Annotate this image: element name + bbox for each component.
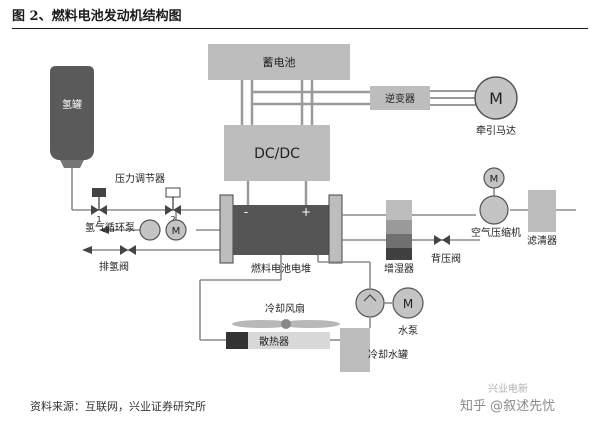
dcdc-stack-wires: [246, 181, 308, 205]
watermark: 知乎 @叙述先忧: [460, 399, 556, 414]
figure-title: 图 2、燃料电池发动机结构图: [12, 6, 588, 29]
purge-valve-icon: [120, 245, 136, 255]
inverter-motor-lines: [430, 90, 476, 106]
pressure-regulator-valve-2: [165, 187, 181, 215]
cooling-fan-hub-icon: [281, 319, 291, 329]
inverter-box: [370, 86, 430, 110]
humidifier-bottom: [386, 248, 412, 260]
air-compressor-label: 空气压缩机: [471, 226, 521, 239]
cooling-line: [199, 255, 371, 341]
tank-valve-icon: [60, 160, 84, 168]
pressure-regulator-valve-1: [91, 188, 107, 215]
hydrogen-tank-label: 氢罐: [62, 98, 82, 111]
battery-label: 蓄电池: [263, 56, 296, 69]
hydrogen-pump-motor-letter: M: [172, 226, 181, 237]
humidifier-label: 增湿器: [384, 262, 414, 275]
cooling-fan-label: 冷却风扇: [265, 302, 305, 315]
humidifier-mid2: [386, 234, 412, 248]
stack-plus: +: [301, 205, 311, 219]
hydrogen-tank-icon: [50, 66, 94, 160]
filter-label: 滤清器: [527, 234, 557, 247]
cooling-fan-blade-left: [232, 320, 292, 328]
stack-minus: -: [244, 205, 248, 219]
figure-source: 资料来源：互联网，兴业证券研究所: [30, 400, 206, 413]
air-compressor-icon: [479, 195, 509, 225]
purge-arrow-icon: [82, 246, 92, 254]
coolant-tank-label: 冷却水罐: [368, 348, 408, 361]
water-pump-label: 水泵: [398, 325, 418, 337]
water-pump-arrow-icon: [363, 294, 377, 302]
valve-1-number: 1: [96, 215, 101, 224]
filter-box: [528, 190, 556, 232]
pump-arrow-icon: [99, 226, 109, 234]
dcdc-box: [224, 125, 330, 181]
back-pressure-valve-label: 背压阀: [431, 252, 461, 265]
radiator-header: [226, 332, 248, 349]
traction-motor-label: 牵引马达: [476, 125, 516, 137]
compressor-motor-icon: [483, 167, 505, 189]
hydrogen-pump-icon: [139, 219, 161, 241]
traction-motor-letter: M: [489, 89, 503, 108]
pressure-regulator-label: 压力调节器: [115, 172, 165, 185]
stack-end-plate-left: [219, 194, 234, 264]
valve-2-number: 2: [170, 215, 175, 224]
cooling-fan-blade-right: [280, 320, 340, 328]
purge-valve-label: 排氢阀: [99, 260, 129, 273]
hydrogen-pump-motor-icon: [165, 219, 187, 241]
watermark-top: 兴业电新: [488, 384, 528, 395]
inverter-bus: [252, 90, 370, 106]
water-pump-motor-letter: M: [403, 297, 413, 311]
traction-motor-icon: [474, 76, 518, 120]
coolant-tank-box: [340, 328, 370, 372]
stack-end-plate-right: [328, 194, 343, 264]
inverter-label: 逆变器: [385, 92, 415, 105]
radiator-box: [226, 332, 330, 349]
radiator-label: 散热器: [259, 335, 289, 348]
compressor-motor-letter: M: [490, 174, 499, 185]
water-pump-motor-icon: [392, 287, 424, 319]
back-pressure-valve-icon: [434, 235, 450, 245]
water-pump-icon: [355, 288, 385, 318]
humidifier-mid: [386, 220, 412, 234]
battery-dcdc-bus: [240, 80, 314, 125]
dcdc-label: DC/DC: [254, 146, 300, 162]
battery-box: [208, 44, 350, 80]
humidifier-top: [386, 200, 412, 220]
hydrogen-pump-label: 氢气循环泵: [85, 221, 135, 234]
stack-body: [233, 205, 329, 255]
